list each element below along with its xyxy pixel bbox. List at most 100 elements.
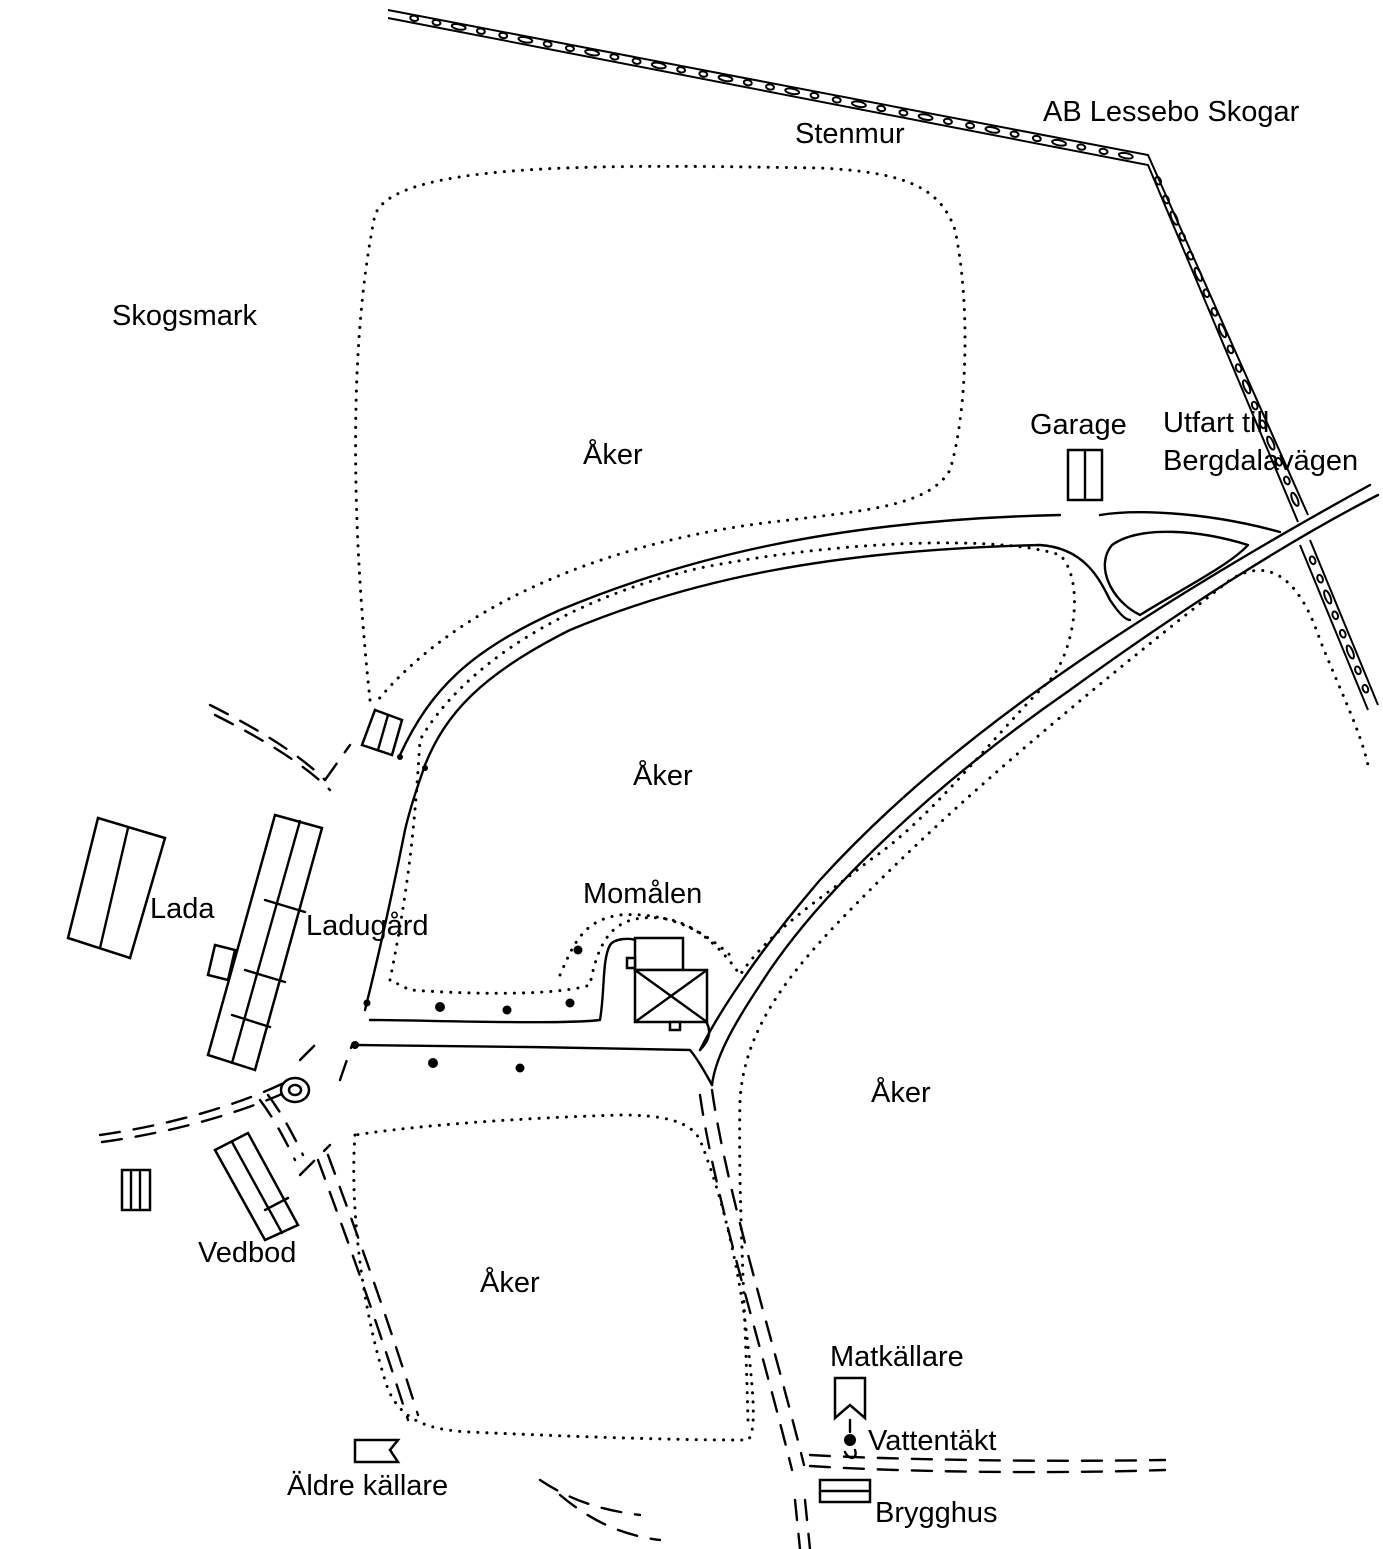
wall-stone [1316, 573, 1324, 584]
wall-stone [1178, 232, 1187, 242]
garage-building [1066, 448, 1104, 502]
wall-stone [742, 79, 753, 87]
label-aker-east: Åker [871, 1076, 931, 1109]
label-skogsmark: Skogsmark [112, 300, 258, 332]
wall-stone [542, 40, 553, 48]
momalen-yard-boundary [558, 913, 737, 977]
wall-stone [1361, 683, 1370, 694]
wall-stone [1354, 665, 1362, 676]
momalen-house [625, 936, 709, 1032]
road-loop-outer [1098, 511, 1282, 534]
buildings [66, 448, 1104, 1504]
label-matkallare: Matkällare [830, 1341, 964, 1373]
road-south-upper [368, 937, 637, 1024]
wall-stone [876, 104, 887, 113]
wall-stone [1274, 456, 1283, 467]
wall-stone [1331, 610, 1340, 621]
small-shed-building [120, 1168, 152, 1212]
label-utfart-1: Utfart till [1163, 407, 1269, 439]
trees [351, 754, 583, 1073]
wall-stone [1186, 250, 1195, 261]
wall-stone [1117, 151, 1134, 160]
wall-stone [1098, 147, 1109, 156]
road-north-outer [398, 513, 1062, 757]
label-momalen: Momålen [583, 878, 702, 910]
field-south-boundary [352, 1113, 755, 1442]
wall-stone [1154, 175, 1162, 186]
wall-stone [1266, 435, 1276, 451]
wall-stone [1202, 288, 1211, 299]
wall-stone [717, 74, 734, 83]
label-lada: Lada [150, 893, 215, 925]
label-garage: Garage [1030, 409, 1127, 441]
road-west-upper [363, 763, 427, 1012]
label-aker-south: Åker [480, 1266, 540, 1299]
wall-stone [1258, 419, 1267, 430]
well-symbol [279, 1076, 311, 1104]
wall-stone [609, 53, 620, 61]
wall-stone [965, 121, 976, 130]
wall-stone [984, 126, 1001, 134]
wall-stone [1226, 344, 1235, 355]
wall-stone [942, 117, 953, 126]
wall-stone [1241, 379, 1252, 395]
wall-stone [1323, 589, 1333, 605]
wall-stone [650, 61, 667, 70]
wall-stone [1345, 644, 1355, 660]
road-south-lower [353, 1043, 714, 1087]
stone-wall [387, 9, 1379, 711]
wall-stone [1031, 134, 1042, 143]
wall-stone [1308, 555, 1317, 566]
wall-stone [1193, 266, 1203, 282]
field-middle-boundary [388, 541, 1076, 995]
wall-stone [1217, 323, 1228, 339]
wall-stone [1250, 400, 1259, 411]
wall-stone [409, 14, 420, 22]
wall-stone [917, 113, 934, 121]
wall-stone [1338, 628, 1347, 639]
wall-stone [1283, 475, 1291, 486]
lada-building [66, 816, 167, 960]
wall-stone [1169, 210, 1179, 226]
tracks [98, 703, 1167, 1549]
wall-stone [517, 35, 534, 44]
gate-building [360, 708, 404, 757]
wall-stone [431, 18, 442, 27]
vedbod-building [213, 1131, 300, 1242]
label-ab-lessebo: AB Lessebo Skogar [1043, 96, 1300, 128]
label-brygghus: Brygghus [875, 1497, 998, 1529]
matkallare-building [833, 1376, 867, 1421]
wall-stone [631, 57, 642, 65]
labels: Stenmur AB Lessebo Skogar Skogsmark Åker… [112, 96, 1358, 1529]
wall-stone [1210, 307, 1219, 317]
vattentakt-symbol [843, 1418, 857, 1460]
field-boundaries [352, 164, 1370, 1442]
wall-stone [698, 70, 709, 78]
wall-stone [475, 27, 486, 35]
wall-stone [831, 96, 842, 104]
wall-stone [1290, 491, 1300, 507]
label-stenmur: Stenmur [795, 118, 905, 150]
aldre-kallare-building [353, 1438, 401, 1464]
wall-stone [450, 23, 467, 31]
wall-stone [584, 48, 600, 57]
loop-island [1103, 530, 1250, 617]
label-ladugard: Ladugård [306, 910, 429, 942]
field-north-boundary [354, 164, 967, 702]
wall-stone [898, 109, 909, 117]
label-utfart-2: Bergdalavägen [1163, 445, 1358, 477]
field-east-boundary [738, 568, 1370, 1422]
label-aker-north: Åker [583, 438, 643, 471]
wall-stone [784, 87, 801, 96]
wall-stone [809, 91, 820, 100]
label-vattentakt: Vattentäkt [868, 1425, 996, 1457]
wall-stone [1076, 143, 1087, 151]
label-aker-middle: Åker [633, 759, 693, 792]
wall-stone [676, 66, 687, 74]
road-diagonal-right [710, 493, 1380, 1087]
road-north-inner [423, 543, 1132, 767]
wall-stone [1009, 130, 1020, 138]
road-diagonal-left [698, 483, 1372, 1052]
wall-stone [1051, 138, 1067, 147]
